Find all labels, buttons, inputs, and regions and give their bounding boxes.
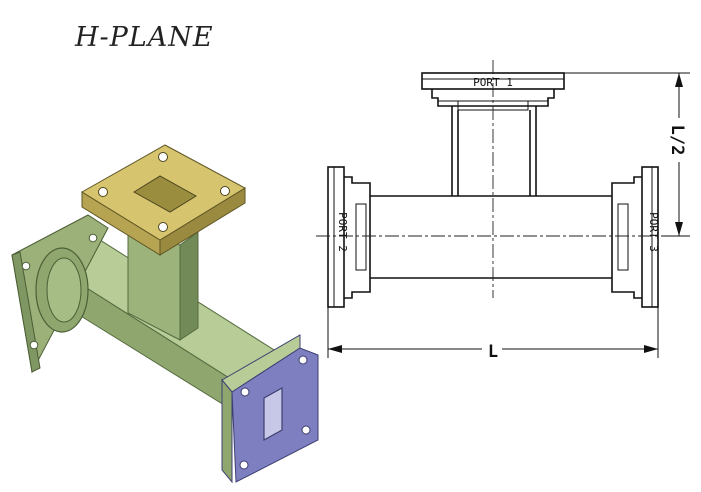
- port3-bolt-hole: [239, 460, 249, 470]
- port2-label: PORT 2: [336, 212, 349, 252]
- figure-title: H-PLANE: [75, 22, 214, 53]
- port2-bolt-hole: [88, 233, 98, 243]
- port3-flange: [641, 166, 659, 308]
- port1-waveguide-opening: [133, 175, 197, 213]
- port3-flange-edge: [221, 378, 233, 484]
- port3-bolt-hole: [298, 355, 308, 365]
- port1-bolt-hole: [220, 186, 230, 196]
- length-label: L: [488, 342, 498, 362]
- port3-slot: [617, 203, 629, 271]
- port1-bolt-hole: [158, 222, 168, 232]
- length-arrow-right: [644, 345, 658, 353]
- length-arrow-left: [328, 345, 342, 353]
- port2-bolt-hole: [21, 261, 31, 271]
- port2-bolt-hole: [29, 340, 39, 350]
- port2-flange: [327, 166, 345, 308]
- port2-flange-step: [344, 176, 371, 299]
- half-length-arrow-top: [675, 73, 683, 87]
- port3-bolt-hole: [240, 387, 250, 397]
- port3-bolt-hole: [301, 425, 311, 435]
- port2-slot: [355, 203, 367, 271]
- half-length-label-bg: [668, 118, 690, 162]
- port1-bolt-hole: [98, 187, 108, 197]
- port1-label: PORT 1: [473, 76, 513, 89]
- port3-waveguide-opening: [263, 386, 283, 442]
- length-label-bg: [482, 338, 502, 360]
- port3-label: PORT 3: [647, 212, 660, 252]
- branch-arm-side-face: [179, 231, 199, 341]
- half-length-label: L/2: [667, 125, 687, 156]
- half-length-arrow-bottom: [675, 222, 683, 236]
- port3-flange-step: [611, 176, 642, 299]
- port2-flange-boss-inner: [46, 257, 82, 323]
- port1-bolt-hole: [158, 152, 168, 162]
